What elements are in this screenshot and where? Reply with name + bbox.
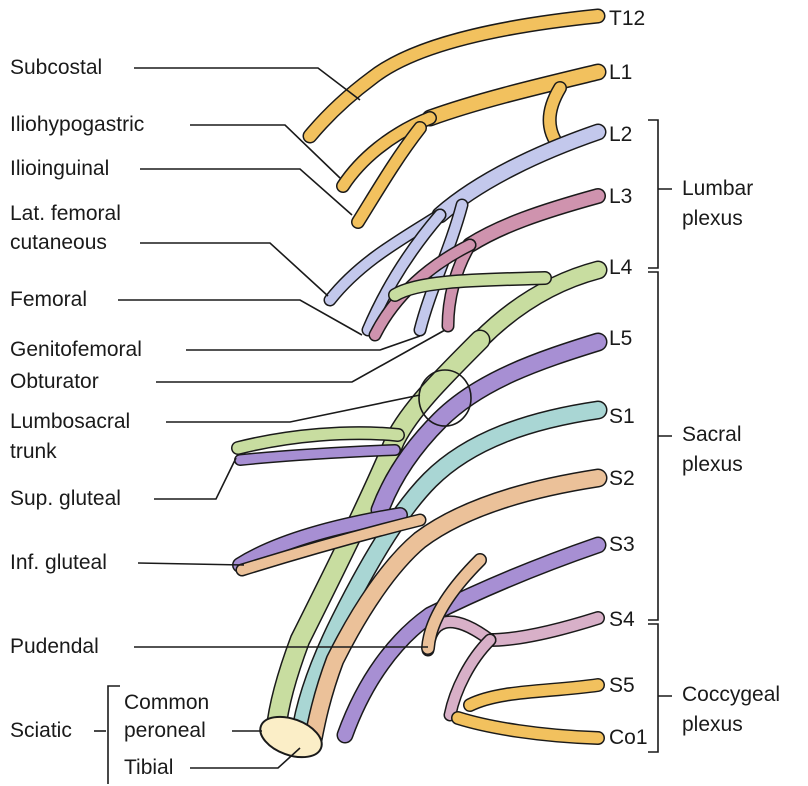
- label-lumbosacral-1: Lumbosacral: [10, 410, 131, 433]
- label-genitofemoral: Genitofemoral: [10, 338, 142, 361]
- root-label-s4: S4: [609, 608, 635, 631]
- label-femoral: Femoral: [10, 288, 88, 311]
- label-ilioinguinal: Ilioinguinal: [10, 157, 110, 180]
- nerve-inf-gluteal: [232, 507, 408, 573]
- nerve-sup-gluteal: [231, 426, 405, 455]
- label-obturator: Obturator: [10, 370, 99, 393]
- nerve-s4-pudendal-s2: [421, 553, 487, 655]
- label-lumbosacral-2: trunk: [10, 440, 57, 463]
- label-lat-femoral-2: cutaneous: [10, 231, 107, 254]
- nerve-s5-root: [463, 678, 605, 712]
- nerve-coccygeal-loop: [443, 633, 497, 722]
- sciatic-cut-end: [259, 715, 323, 759]
- root-label-t12: T12: [609, 7, 646, 30]
- label-iliohypogastric: Iliohypogastric: [10, 113, 145, 136]
- root-label-l2: L2: [609, 123, 633, 146]
- nerve-l3-root: [462, 188, 606, 253]
- nerve-l1-root: [421, 63, 607, 127]
- bracket-sacral: [648, 271, 672, 621]
- nerve-t12-subcostal: [302, 8, 606, 144]
- label-tibial: Tibial: [124, 756, 174, 779]
- plexus-label-coccygeal-1: Coccygeal: [682, 683, 781, 706]
- nerve-l1-l2-connection: [542, 81, 567, 149]
- nerve-l4-root: [470, 260, 608, 350]
- pointer-subcostal: [134, 67, 361, 101]
- pointer-ilioinguinal: [140, 168, 353, 216]
- nerve-l4-femoral-part: [388, 271, 552, 302]
- root-label-l5: L5: [609, 327, 633, 350]
- root-label-s5: S5: [609, 674, 635, 697]
- plexus-label-coccygeal-2: plexus: [682, 713, 743, 736]
- label-subcostal: Subcostal: [10, 56, 103, 79]
- root-label-co1: Co1: [609, 726, 648, 749]
- pointer-tibial: [190, 747, 301, 769]
- label-sup-gluteal: Sup. gluteal: [10, 487, 121, 510]
- plexus-label-lumbar-1: Lumbar: [682, 177, 754, 200]
- label-sciatic: Sciatic: [10, 719, 72, 742]
- plexus-label-sacral-2: plexus: [682, 453, 743, 476]
- nerve-s4-root: [483, 611, 605, 647]
- pointer-iliohypogastric: [190, 124, 341, 179]
- root-label-s3: S3: [609, 533, 635, 556]
- nerve-inf-gluteal-s: [235, 513, 427, 577]
- pointer-lat-femoral: [140, 242, 329, 297]
- nerve-l1-ilioinguinal: [351, 121, 427, 229]
- pointer-obturator: [156, 329, 446, 383]
- lumbosacral-ring: [418, 369, 472, 427]
- pointer-genitofemoral: [186, 335, 421, 351]
- nerve-s2-root: [302, 468, 608, 755]
- root-label-l3: L3: [609, 185, 633, 208]
- bracket-coccygeal: [648, 623, 672, 753]
- nerve-co1-root: [451, 711, 605, 745]
- plexus-label-lumbar-2: plexus: [682, 207, 743, 230]
- label-inf-gluteal: Inf. gluteal: [10, 551, 107, 574]
- nerve-l2-root: [431, 123, 607, 224]
- nerve-l2-femoral-part: [361, 208, 447, 337]
- nerve-sup-gluteal-l5: [234, 444, 401, 466]
- label-lat-femoral-1: Lat. femoral: [10, 202, 121, 225]
- plexus-label-sacral-1: Sacral: [682, 423, 742, 446]
- root-label-l1: L1: [609, 61, 633, 84]
- label-common-peroneal-2: peroneal: [124, 719, 206, 742]
- pointer-femoral: [118, 299, 363, 336]
- label-common-peroneal-1: Common: [124, 691, 210, 714]
- pointer-sup-gluteal: [154, 457, 237, 500]
- label-pudendal: Pudendal: [10, 635, 99, 658]
- pointer-lumbosacral: [166, 394, 421, 423]
- nerve-l5-root: [370, 332, 608, 520]
- bracket-sciatic: [107, 685, 120, 784]
- pointer-inf-gluteal: [137, 562, 245, 566]
- bracket-lumbar: [648, 119, 672, 269]
- root-label-l4: L4: [609, 256, 633, 279]
- root-label-s1: S1: [609, 405, 635, 428]
- root-label-s2: S2: [609, 467, 635, 490]
